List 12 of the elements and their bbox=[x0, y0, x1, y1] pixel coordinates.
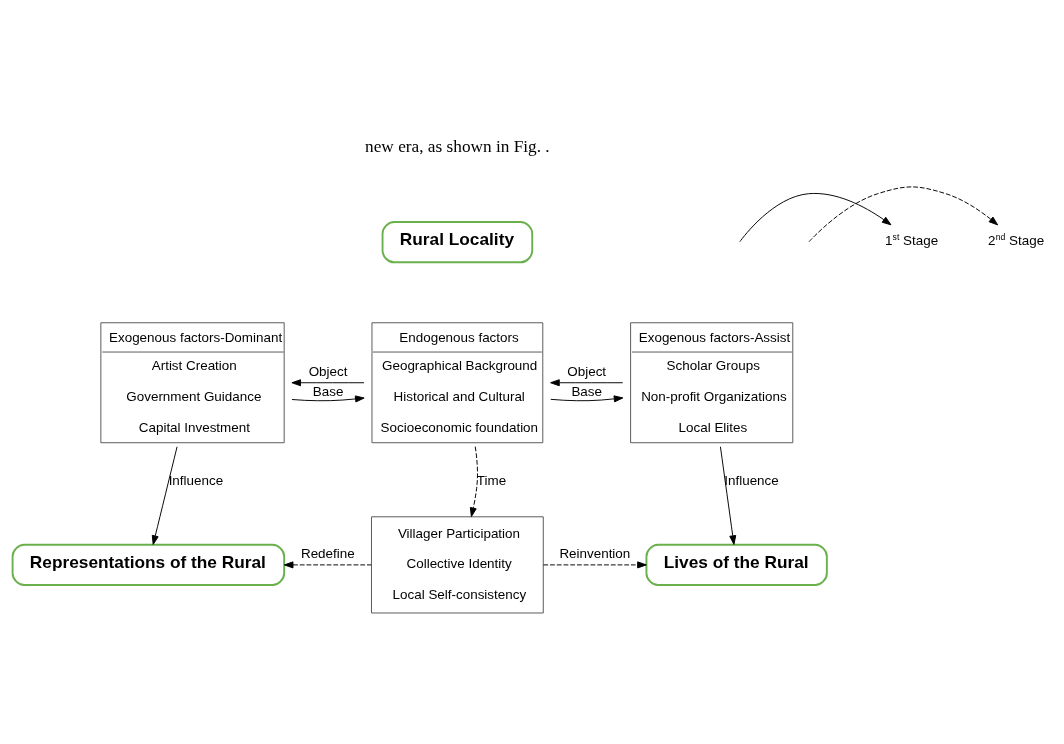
edge-label: Object bbox=[308, 364, 348, 380]
label: new era, as shown in Fig. . bbox=[365, 137, 550, 157]
edge-label: Base bbox=[571, 384, 602, 400]
legend-label: 2$^{nd}$ Stage bbox=[988, 231, 1045, 248]
edge-label: Time bbox=[476, 473, 507, 489]
edge-label: Influence bbox=[168, 473, 224, 489]
edge-label: Reinvention bbox=[559, 546, 631, 562]
edge-label: Base bbox=[312, 384, 344, 400]
edge-label: Object bbox=[567, 364, 607, 380]
legend-label: 1$^{st}$ Stage bbox=[884, 231, 939, 248]
edge-label: Influence bbox=[724, 473, 779, 489]
edge-label: Redefine bbox=[300, 546, 355, 562]
